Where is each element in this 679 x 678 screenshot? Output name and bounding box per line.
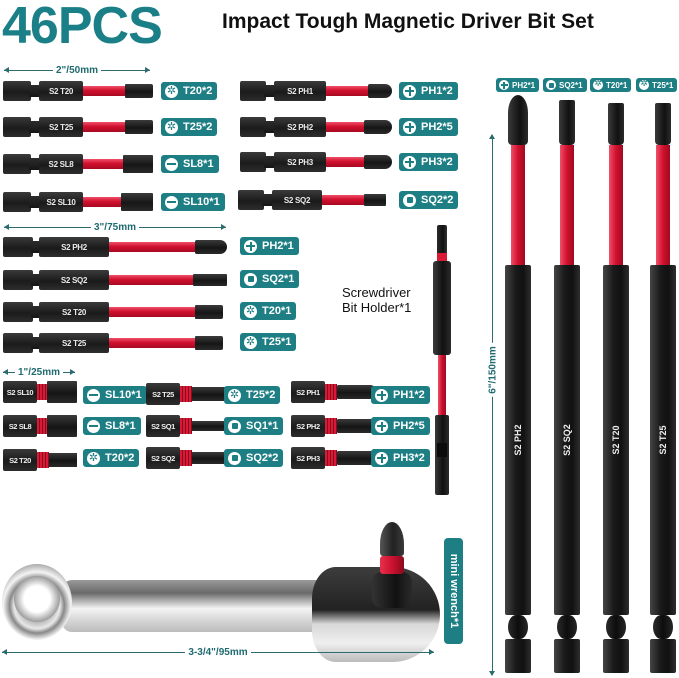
- badge-t25: T25*2: [161, 118, 218, 136]
- badge-ph1: PH1*2: [399, 82, 458, 100]
- badge-ph3-25: PH3*2: [371, 449, 430, 467]
- bit-50mm-ph1: S2 PH1: [240, 81, 392, 101]
- torx-icon: [244, 335, 257, 349]
- badge-t20-75: T20*1: [240, 302, 297, 320]
- bit-50mm-sl10: S2 SL10: [3, 192, 153, 212]
- bit-150mm-sq2: S2 SQ2: [554, 95, 580, 675]
- product-subtitle: Impact Tough Magnetic Driver Bit Set: [222, 10, 594, 33]
- badge-sq2-150: SQ2*1: [543, 78, 587, 92]
- phillips-icon: [244, 239, 257, 253]
- square-icon: [244, 272, 257, 286]
- slotted-icon: [165, 157, 178, 171]
- badge-sl10-25: SL10*1: [83, 386, 147, 404]
- slotted-icon: [87, 388, 100, 402]
- badge-sl10: SL10*1: [161, 193, 225, 211]
- badge-ph2-75: PH2*1: [240, 237, 299, 255]
- badge-t25-150: T25*1: [636, 78, 678, 92]
- badge-sq2-75: SQ2*1: [240, 270, 300, 288]
- phillips-icon: [375, 419, 388, 433]
- badge-t20-150: T20*1: [590, 78, 632, 92]
- square-icon: [546, 80, 556, 90]
- torx-icon: [228, 388, 241, 402]
- dimension-50mm: 2"/50mm: [4, 64, 150, 76]
- torx-icon: [244, 304, 257, 318]
- phillips-icon: [403, 120, 416, 134]
- badge-mini-wrench: mini wrench*1: [444, 538, 463, 644]
- badge-t25-75: T25*1: [240, 333, 297, 351]
- badge-ph2-150: PH2*1: [496, 78, 540, 92]
- screwdriver-bit-holder: [433, 225, 451, 505]
- phillips-icon: [375, 388, 388, 402]
- bit-50mm-sl8: S2 SL8: [3, 154, 153, 174]
- badge-t25-25: T25*2: [224, 386, 281, 404]
- slotted-icon: [165, 195, 178, 209]
- phillips-icon: [403, 155, 416, 169]
- bit-150mm-t25: S2 T25: [650, 95, 676, 675]
- torx-icon: [639, 79, 649, 90]
- torx-icon: [165, 120, 178, 134]
- mini-ratchet-wrench: [2, 512, 442, 662]
- bit-50mm-t20: S2 T20: [3, 81, 153, 101]
- phillips-icon: [499, 80, 509, 90]
- dimension-25mm: 1"/25mm: [3, 366, 75, 378]
- bit-75mm-t25: S2 T25: [3, 333, 225, 353]
- bit-50mm-ph3: S2 PH3: [240, 152, 392, 172]
- badge-sl8: SL8*1: [161, 155, 219, 173]
- badge-t20: T20*2: [161, 82, 218, 100]
- bit-holder-label: Screwdriver Bit Holder*1: [342, 285, 412, 315]
- bit-75mm-t20: S2 T20: [3, 302, 225, 322]
- badge-sq2-25: SQ2*2: [224, 449, 284, 467]
- phillips-icon: [403, 84, 416, 98]
- slotted-icon: [87, 419, 100, 433]
- badge-t20-25: T20*2: [83, 449, 140, 467]
- product-count-title: 46PCS: [2, 0, 163, 55]
- phillips-icon: [375, 451, 388, 465]
- badge-sl8-25: SL8*1: [83, 417, 141, 435]
- dimension-75mm: 3"/75mm: [4, 221, 226, 233]
- square-icon: [228, 451, 241, 465]
- bit-150mm-ph2: S2 PH2: [505, 95, 531, 675]
- badge-ph1-25: PH1*2: [371, 386, 430, 404]
- bit-150mm-t20: S2 T20: [603, 95, 629, 675]
- badge-ph3: PH3*2: [399, 153, 458, 171]
- badge-ph2: PH2*5: [399, 118, 458, 136]
- dimension-150mm: 6"/150mm: [487, 134, 499, 676]
- badge-ph2-25: PH2*5: [371, 417, 430, 435]
- square-icon: [228, 419, 241, 433]
- torx-icon: [87, 451, 100, 465]
- bit-75mm-sq2: S2 SQ2: [3, 270, 227, 290]
- bit-50mm-t25: S2 T25: [3, 117, 153, 137]
- badge-sq2: SQ2*2: [399, 191, 459, 209]
- bit-75mm-ph2: S2 PH2: [3, 237, 227, 257]
- torx-icon: [593, 79, 603, 90]
- bit-50mm-ph2: S2 PH2: [240, 117, 392, 137]
- badge-sq1-25: SQ1*1: [224, 417, 284, 435]
- torx-icon: [165, 84, 178, 98]
- bit-50mm-sq2: S2 SQ2: [238, 190, 386, 210]
- dimension-95mm: 3-3/4"/95mm: [2, 646, 435, 658]
- square-icon: [403, 193, 416, 207]
